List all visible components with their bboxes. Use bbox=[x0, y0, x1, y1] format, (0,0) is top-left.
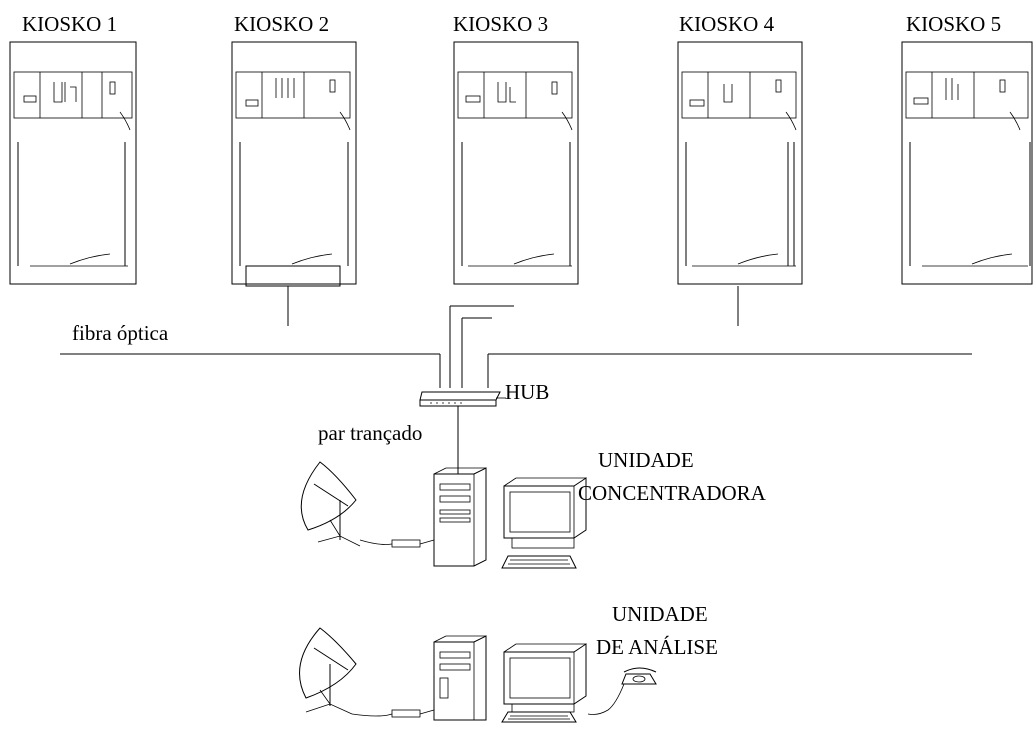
hub-label: HUB bbox=[505, 380, 549, 404]
kiosk-3-label: KIOSKO 3 bbox=[453, 12, 548, 36]
twisted-pair-label: par trançado bbox=[318, 421, 422, 445]
kiosk-2-label: KIOSKO 2 bbox=[234, 12, 329, 36]
kiosk-2-cabinet-icon bbox=[231, 41, 357, 287]
kiosk-1-label: KIOSKO 1 bbox=[22, 12, 117, 36]
analysis-dish-icon bbox=[299, 627, 435, 718]
analysis-pc-tower-icon bbox=[433, 635, 487, 721]
analysis-telephone-icon bbox=[587, 667, 657, 715]
network-hub-icon bbox=[419, 391, 506, 474]
concentrator-label-line2: CONCENTRADORA bbox=[578, 481, 767, 505]
analysis-label-line2: DE ANÁLISE bbox=[596, 635, 718, 659]
analysis-monitor-icon bbox=[503, 643, 587, 713]
concentrator-pc-tower-icon bbox=[433, 467, 487, 567]
kiosk-5-cabinet-icon bbox=[901, 41, 1033, 285]
concentrator-keyboard-icon bbox=[501, 555, 577, 569]
concentrator-monitor-icon bbox=[503, 477, 587, 549]
analysis-label-line1: UNIDADE bbox=[612, 602, 708, 626]
kiosk-1-cabinet-icon bbox=[9, 41, 137, 285]
concentrator-dish-icon bbox=[300, 461, 435, 548]
concentrator-label-line1: UNIDADE bbox=[598, 448, 694, 472]
kiosk-4-cabinet-icon bbox=[677, 41, 803, 285]
kiosk-3-cabinet-icon bbox=[453, 41, 579, 285]
kiosk-5-label: KIOSKO 5 bbox=[906, 12, 1001, 36]
fiber-optic-links bbox=[60, 286, 972, 388]
fiber-optic-label: fibra óptica bbox=[72, 321, 169, 345]
kiosk-4-label: KIOSKO 4 bbox=[679, 12, 775, 36]
analysis-keyboard-icon bbox=[501, 711, 577, 723]
